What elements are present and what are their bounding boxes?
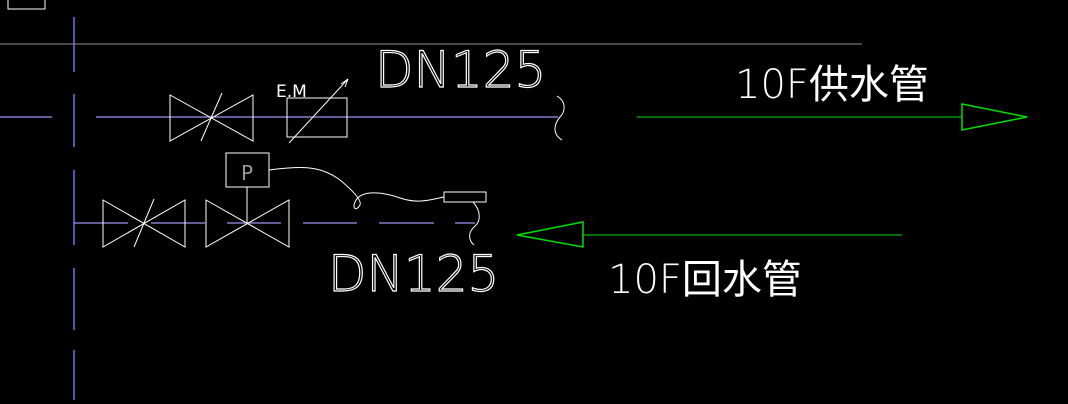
break-symbol-return: [469, 201, 480, 246]
gate-valve-return: [102, 198, 186, 248]
control-valve-return: [205, 152, 290, 248]
supply-size-label: DN125: [375, 41, 546, 99]
title-block-box: [7, 0, 46, 10]
supply-pipe-label: 10F供水管: [735, 62, 929, 108]
energy-meter: [286, 78, 349, 144]
break-symbol-supply: [554, 95, 565, 141]
meter-label: E.M: [276, 82, 307, 102]
gate-valve-supply: [169, 92, 254, 142]
return-pipe-label: 10F回水管: [608, 257, 802, 303]
supply-arrow-icon: [961, 103, 1028, 131]
temperature-sensor: [443, 191, 487, 203]
return-arrow-icon: [516, 221, 584, 248]
pressure-label: P: [241, 161, 253, 185]
sensor-wire: [268, 166, 445, 210]
return-size-label: DN125: [328, 245, 499, 303]
